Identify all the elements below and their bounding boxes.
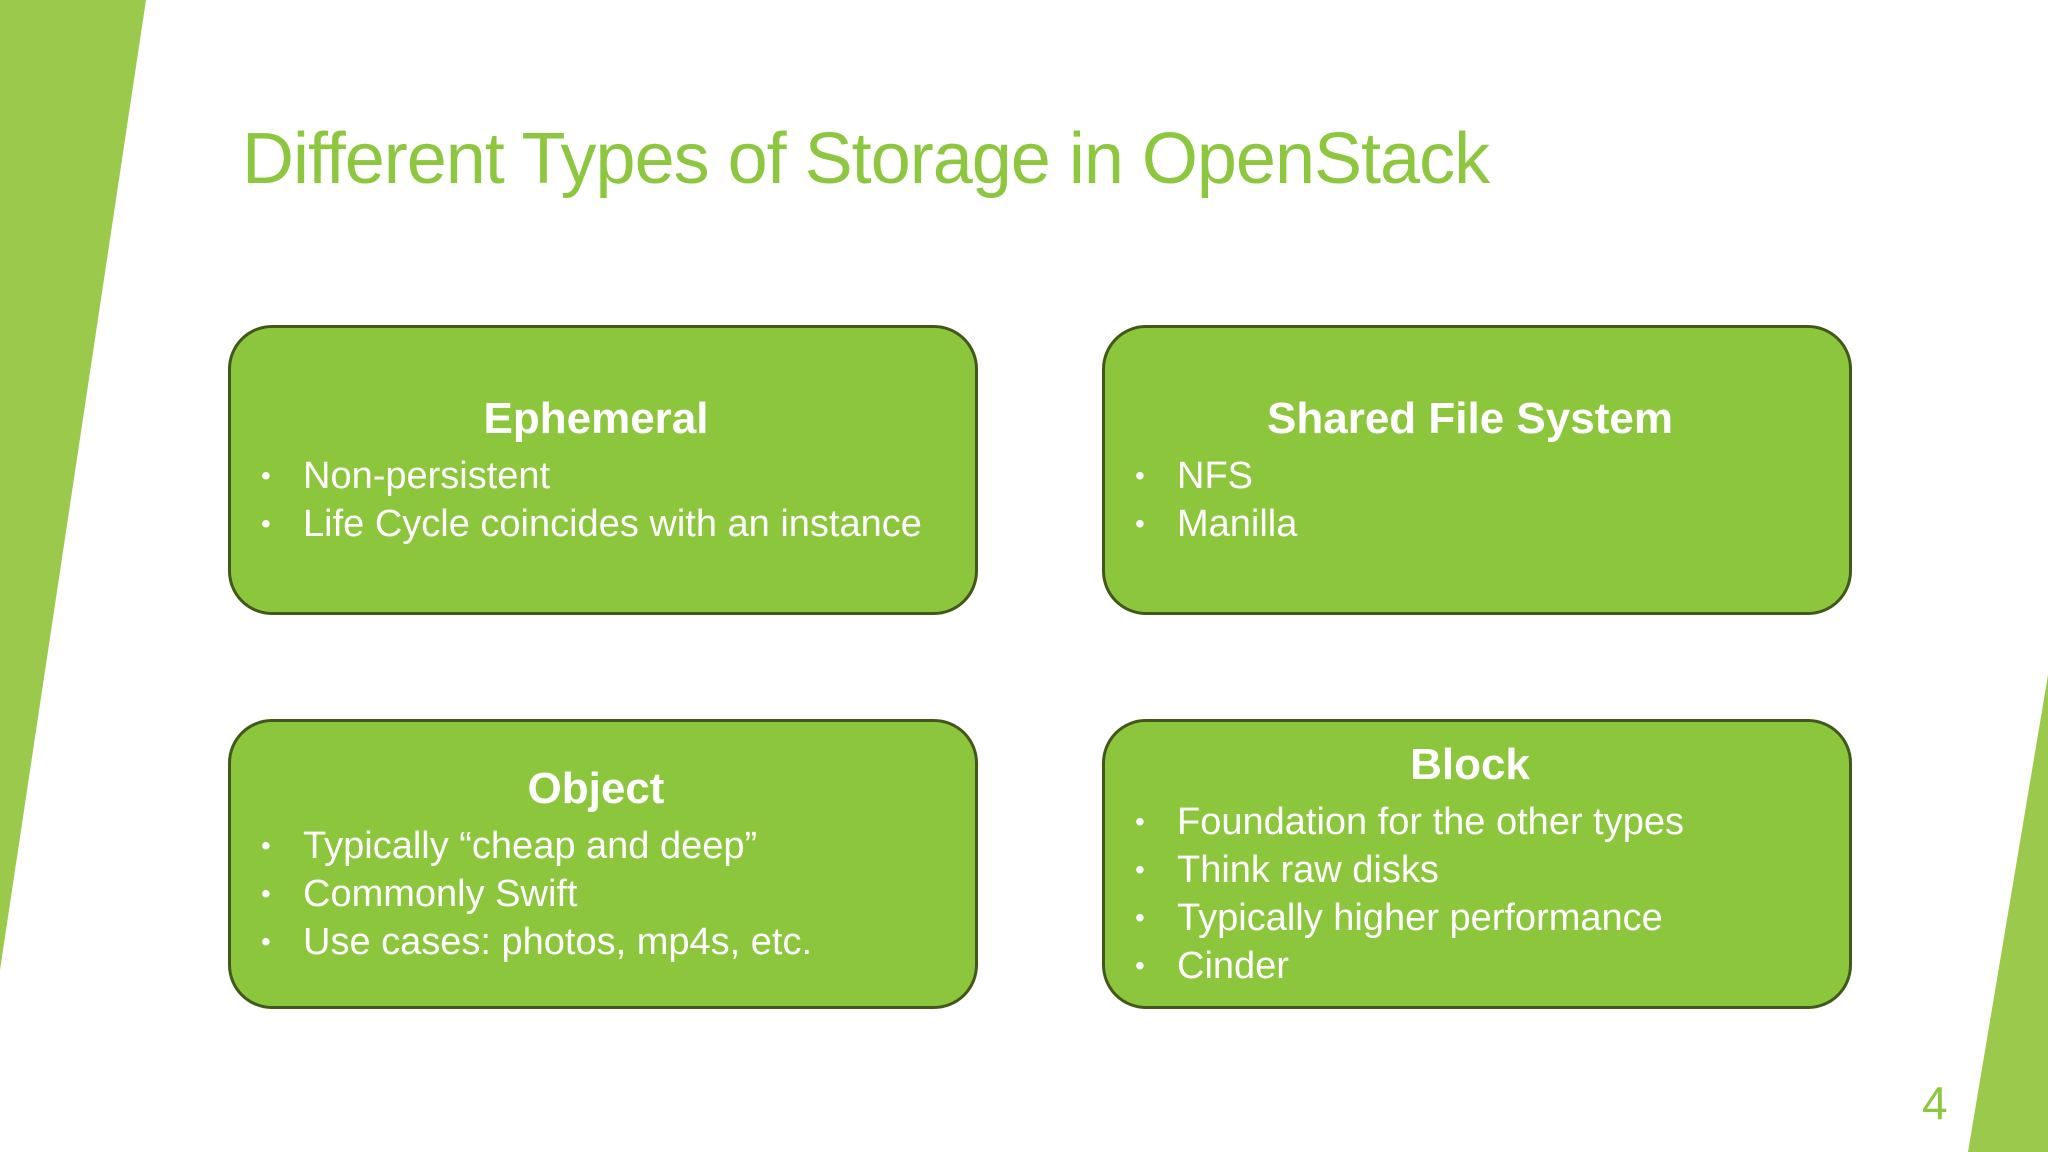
bullet-text: Non-persistent bbox=[303, 455, 551, 497]
bullet-marker: • bbox=[261, 926, 271, 957]
right-accent-shape bbox=[1968, 675, 2048, 1152]
bullet-list: • NFS • Manilla bbox=[1131, 452, 1809, 548]
bullet-marker: • bbox=[1135, 508, 1145, 539]
box-title: Object bbox=[527, 764, 665, 813]
bullet-marker: • bbox=[1135, 854, 1145, 885]
bullet-text: Life Cycle coincides with an instance bbox=[303, 503, 922, 545]
bullet-text: NFS bbox=[1177, 455, 1253, 497]
bullet-text: Typically “cheap and deep” bbox=[303, 825, 758, 867]
bullet-marker: • bbox=[261, 508, 271, 539]
storage-box-ephemeral: Ephemeral • Non-persistent • Life Cycle … bbox=[228, 325, 978, 615]
bullet-list: • Typically “cheap and deep” • Commonly … bbox=[257, 822, 935, 966]
bullet-text: Manilla bbox=[1177, 503, 1298, 545]
bullet-text: Think raw disks bbox=[1177, 849, 1439, 891]
bullet-marker: • bbox=[1135, 806, 1145, 837]
bullet-marker: • bbox=[261, 878, 271, 909]
bullet-item: • Commonly Swift bbox=[257, 870, 935, 918]
left-accent-shape bbox=[0, 0, 146, 970]
bullet-item: • NFS bbox=[1131, 452, 1809, 500]
bullet-marker: • bbox=[1135, 902, 1145, 933]
bullet-marker: • bbox=[261, 460, 271, 491]
bullet-text: Typically higher performance bbox=[1177, 897, 1663, 939]
bullet-text: Cinder bbox=[1177, 945, 1289, 987]
bullet-item: • Life Cycle coincides with an instance bbox=[257, 500, 935, 548]
bullet-text: Foundation for the other types bbox=[1177, 801, 1684, 843]
bullet-list: • Foundation for the other types • Think… bbox=[1131, 798, 1809, 990]
bullet-item: • Typically higher performance bbox=[1131, 894, 1809, 942]
box-title: Ephemeral bbox=[483, 394, 709, 443]
bullet-marker: • bbox=[261, 830, 271, 861]
storage-box-block: Block • Foundation for the other types •… bbox=[1102, 719, 1852, 1009]
box-title: Shared File System bbox=[1267, 394, 1673, 443]
box-title: Block bbox=[1410, 740, 1530, 789]
bullet-item: • Use cases: photos, mp4s, etc. bbox=[257, 918, 935, 966]
storage-box-object: Object • Typically “cheap and deep” • Co… bbox=[228, 719, 978, 1009]
bullet-item: • Typically “cheap and deep” bbox=[257, 822, 935, 870]
bullet-marker: • bbox=[1135, 460, 1145, 491]
bullet-item: • Non-persistent bbox=[257, 452, 935, 500]
bullet-text: Use cases: photos, mp4s, etc. bbox=[303, 921, 813, 963]
bullet-item: • Foundation for the other types bbox=[1131, 798, 1809, 846]
page-number: 4 bbox=[1922, 1077, 1948, 1129]
slide-title: Different Types of Storage in OpenStack bbox=[242, 119, 1490, 199]
bullet-marker: • bbox=[1135, 950, 1145, 981]
bullet-item: • Manilla bbox=[1131, 500, 1809, 548]
bullet-list: • Non-persistent • Life Cycle coincides … bbox=[257, 452, 935, 548]
storage-box-shared-file-system: Shared File System • NFS • Manilla bbox=[1102, 325, 1852, 615]
bullet-item: • Think raw disks bbox=[1131, 846, 1809, 894]
bullet-item: • Cinder bbox=[1131, 942, 1809, 990]
bullet-text: Commonly Swift bbox=[303, 873, 578, 915]
